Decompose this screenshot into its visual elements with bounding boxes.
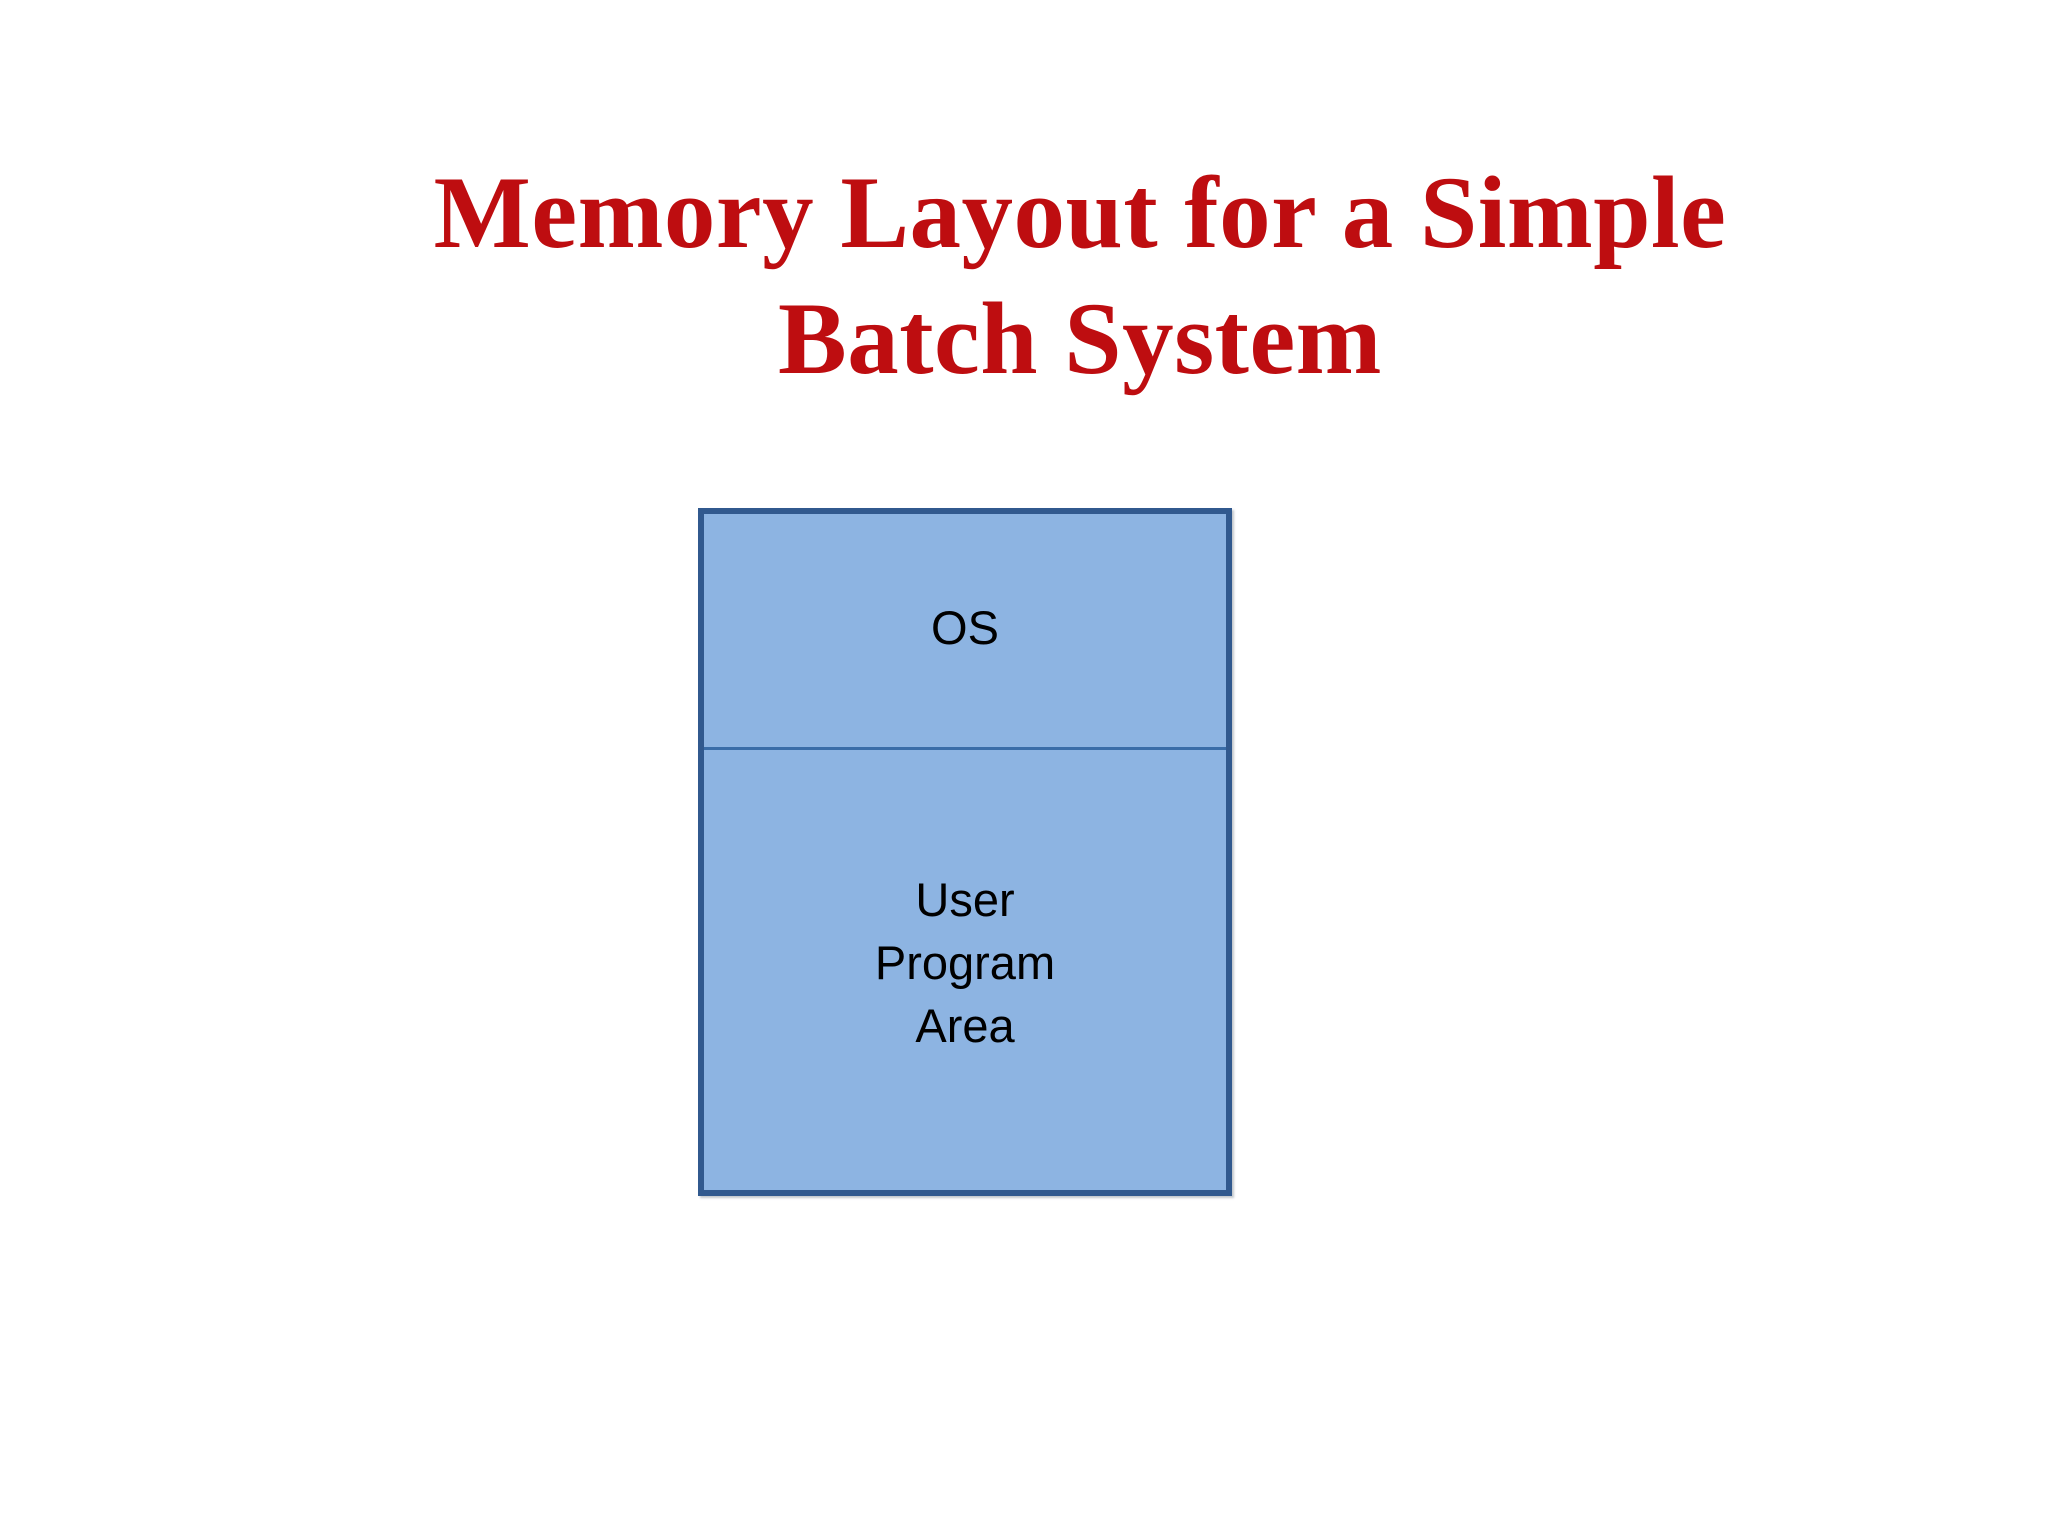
memory-block-user-program-area: User Program Area	[704, 750, 1226, 1190]
memory-layout-diagram: OS User Program Area	[698, 508, 1232, 1196]
memory-block-os-label: OS	[931, 601, 999, 654]
memory-block-os: OS	[704, 514, 1226, 750]
page-title: Memory Layout for a Simple Batch System	[433, 156, 1727, 396]
memory-block-user-program-area-label: User Program Area	[874, 872, 1056, 1052]
